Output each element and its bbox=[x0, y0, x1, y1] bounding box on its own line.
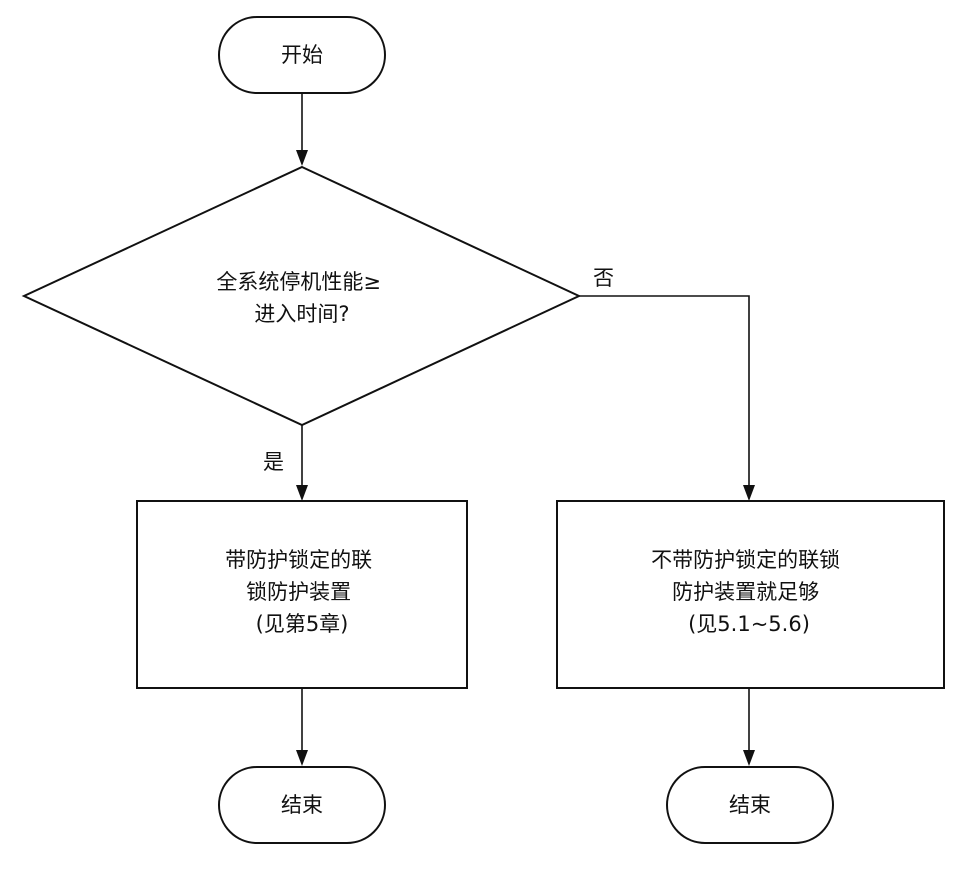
edge-start-to-decision bbox=[296, 93, 308, 166]
process-yes-shape bbox=[136, 500, 468, 689]
arrowhead-icon bbox=[296, 485, 308, 501]
edge-process-yes-to-end bbox=[296, 688, 308, 766]
process-no-shape bbox=[556, 500, 945, 689]
end-yes-terminal: 结束 bbox=[218, 766, 386, 844]
start-terminal-label: 开始 bbox=[281, 43, 323, 67]
decision-label: 全系统停机性能≥ 进入时间? bbox=[216, 270, 387, 326]
decision-diamond-shape bbox=[21, 165, 582, 427]
edge-decision-no-line bbox=[579, 295, 750, 489]
process-no-node: 不带防护锁定的联锁 防护装置就足够 (见5.1~5.6) bbox=[556, 500, 945, 689]
process-yes-node: 带防护锁定的联 锁防护装置 (见第5章) bbox=[136, 500, 468, 689]
arrowhead-icon bbox=[296, 750, 308, 766]
decision-node: 全系统停机性能≥ 进入时间? bbox=[21, 165, 582, 427]
edge-decision-yes: 是 bbox=[263, 425, 308, 501]
edge-yes-label: 是 bbox=[263, 450, 284, 474]
edge-no-label: 否 bbox=[593, 266, 614, 290]
arrowhead-icon bbox=[743, 750, 755, 766]
process-no-label: 不带防护锁定的联锁 防护装置就足够 (见5.1~5.6) bbox=[651, 548, 847, 636]
edge-process-no-to-end bbox=[743, 688, 755, 766]
end-no-terminal-label: 结束 bbox=[729, 793, 771, 817]
arrowhead-icon bbox=[743, 485, 755, 501]
process-yes-label: 带防护锁定的联 锁防护装置 (见第5章) bbox=[225, 548, 379, 636]
end-yes-terminal-label: 结束 bbox=[281, 793, 323, 817]
start-terminal: 开始 bbox=[218, 16, 386, 94]
edge-decision-no: 否 bbox=[579, 266, 755, 501]
end-no-terminal: 结束 bbox=[666, 766, 834, 844]
arrowhead-icon bbox=[296, 150, 308, 166]
end-no-terminal-shape bbox=[666, 766, 834, 844]
end-yes-terminal-shape bbox=[218, 766, 386, 844]
